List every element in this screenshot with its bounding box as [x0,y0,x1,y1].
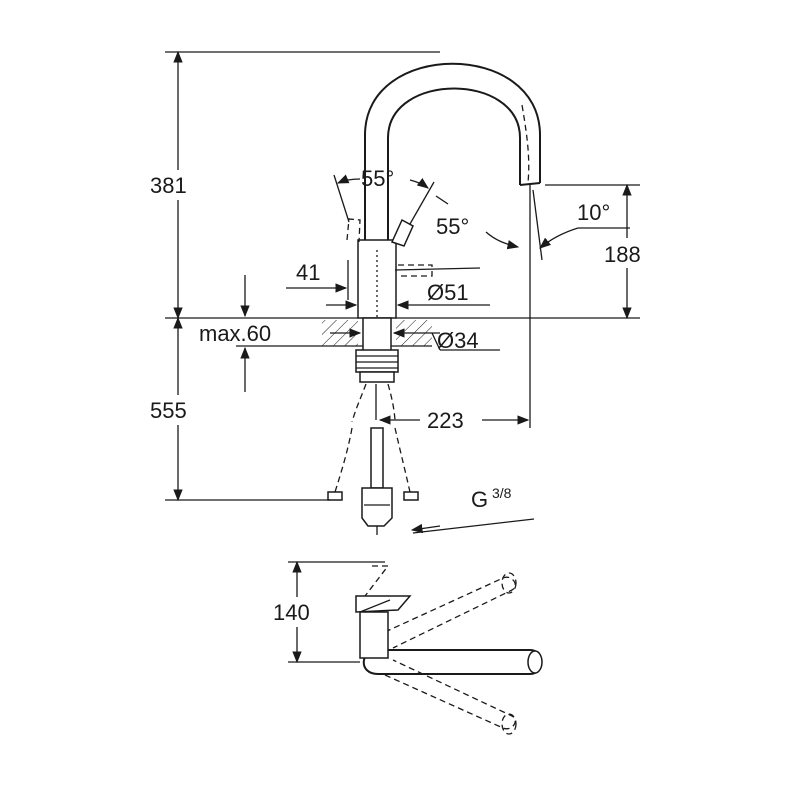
label-spout-height: 188 [604,242,641,267]
dimension-lever-angle-top [333,174,435,225]
label-body-diameter: Ø51 [427,280,469,305]
label-below-depth: 555 [150,398,187,423]
label-connection-thread-fraction: 3/8 [492,485,512,501]
spout [364,62,541,240]
dimension-spout-height [545,183,660,320]
label-spray-angle: 10° [577,200,610,225]
label-connection-thread: G [471,487,488,512]
dimension-total-height [140,50,440,320]
dimension-lever-offset [286,260,481,300]
lever-handle [390,218,414,247]
label-hole-diameter: Ø34 [437,328,479,353]
plan-view [355,565,543,735]
dimension-plan-depth [270,560,385,664]
dimension-below-depth [140,316,330,502]
dimension-spout-reach [378,185,531,433]
pullout-hose [361,384,393,535]
shank [355,317,399,383]
label-lever-angle-side: 55° [436,214,469,239]
label-lever-angle-top: 55° [361,166,394,191]
label-plan-depth: 140 [273,600,310,625]
dimension-lever-angle-side [435,195,520,250]
label-spout-reach: 223 [427,408,464,433]
label-lever-offset: 41 [296,260,320,285]
dimension-connection-thread [410,518,535,534]
lever-alt-positions [346,218,433,277]
label-max-thickness: max.60 [199,321,271,346]
dimension-hole-diameter [330,328,500,351]
faucet-body [357,239,397,319]
dimension-max-thickness [236,275,322,392]
supply-hoses [327,383,419,501]
dimension-spray-angle [532,189,630,261]
label-total-height: 381 [150,173,187,198]
